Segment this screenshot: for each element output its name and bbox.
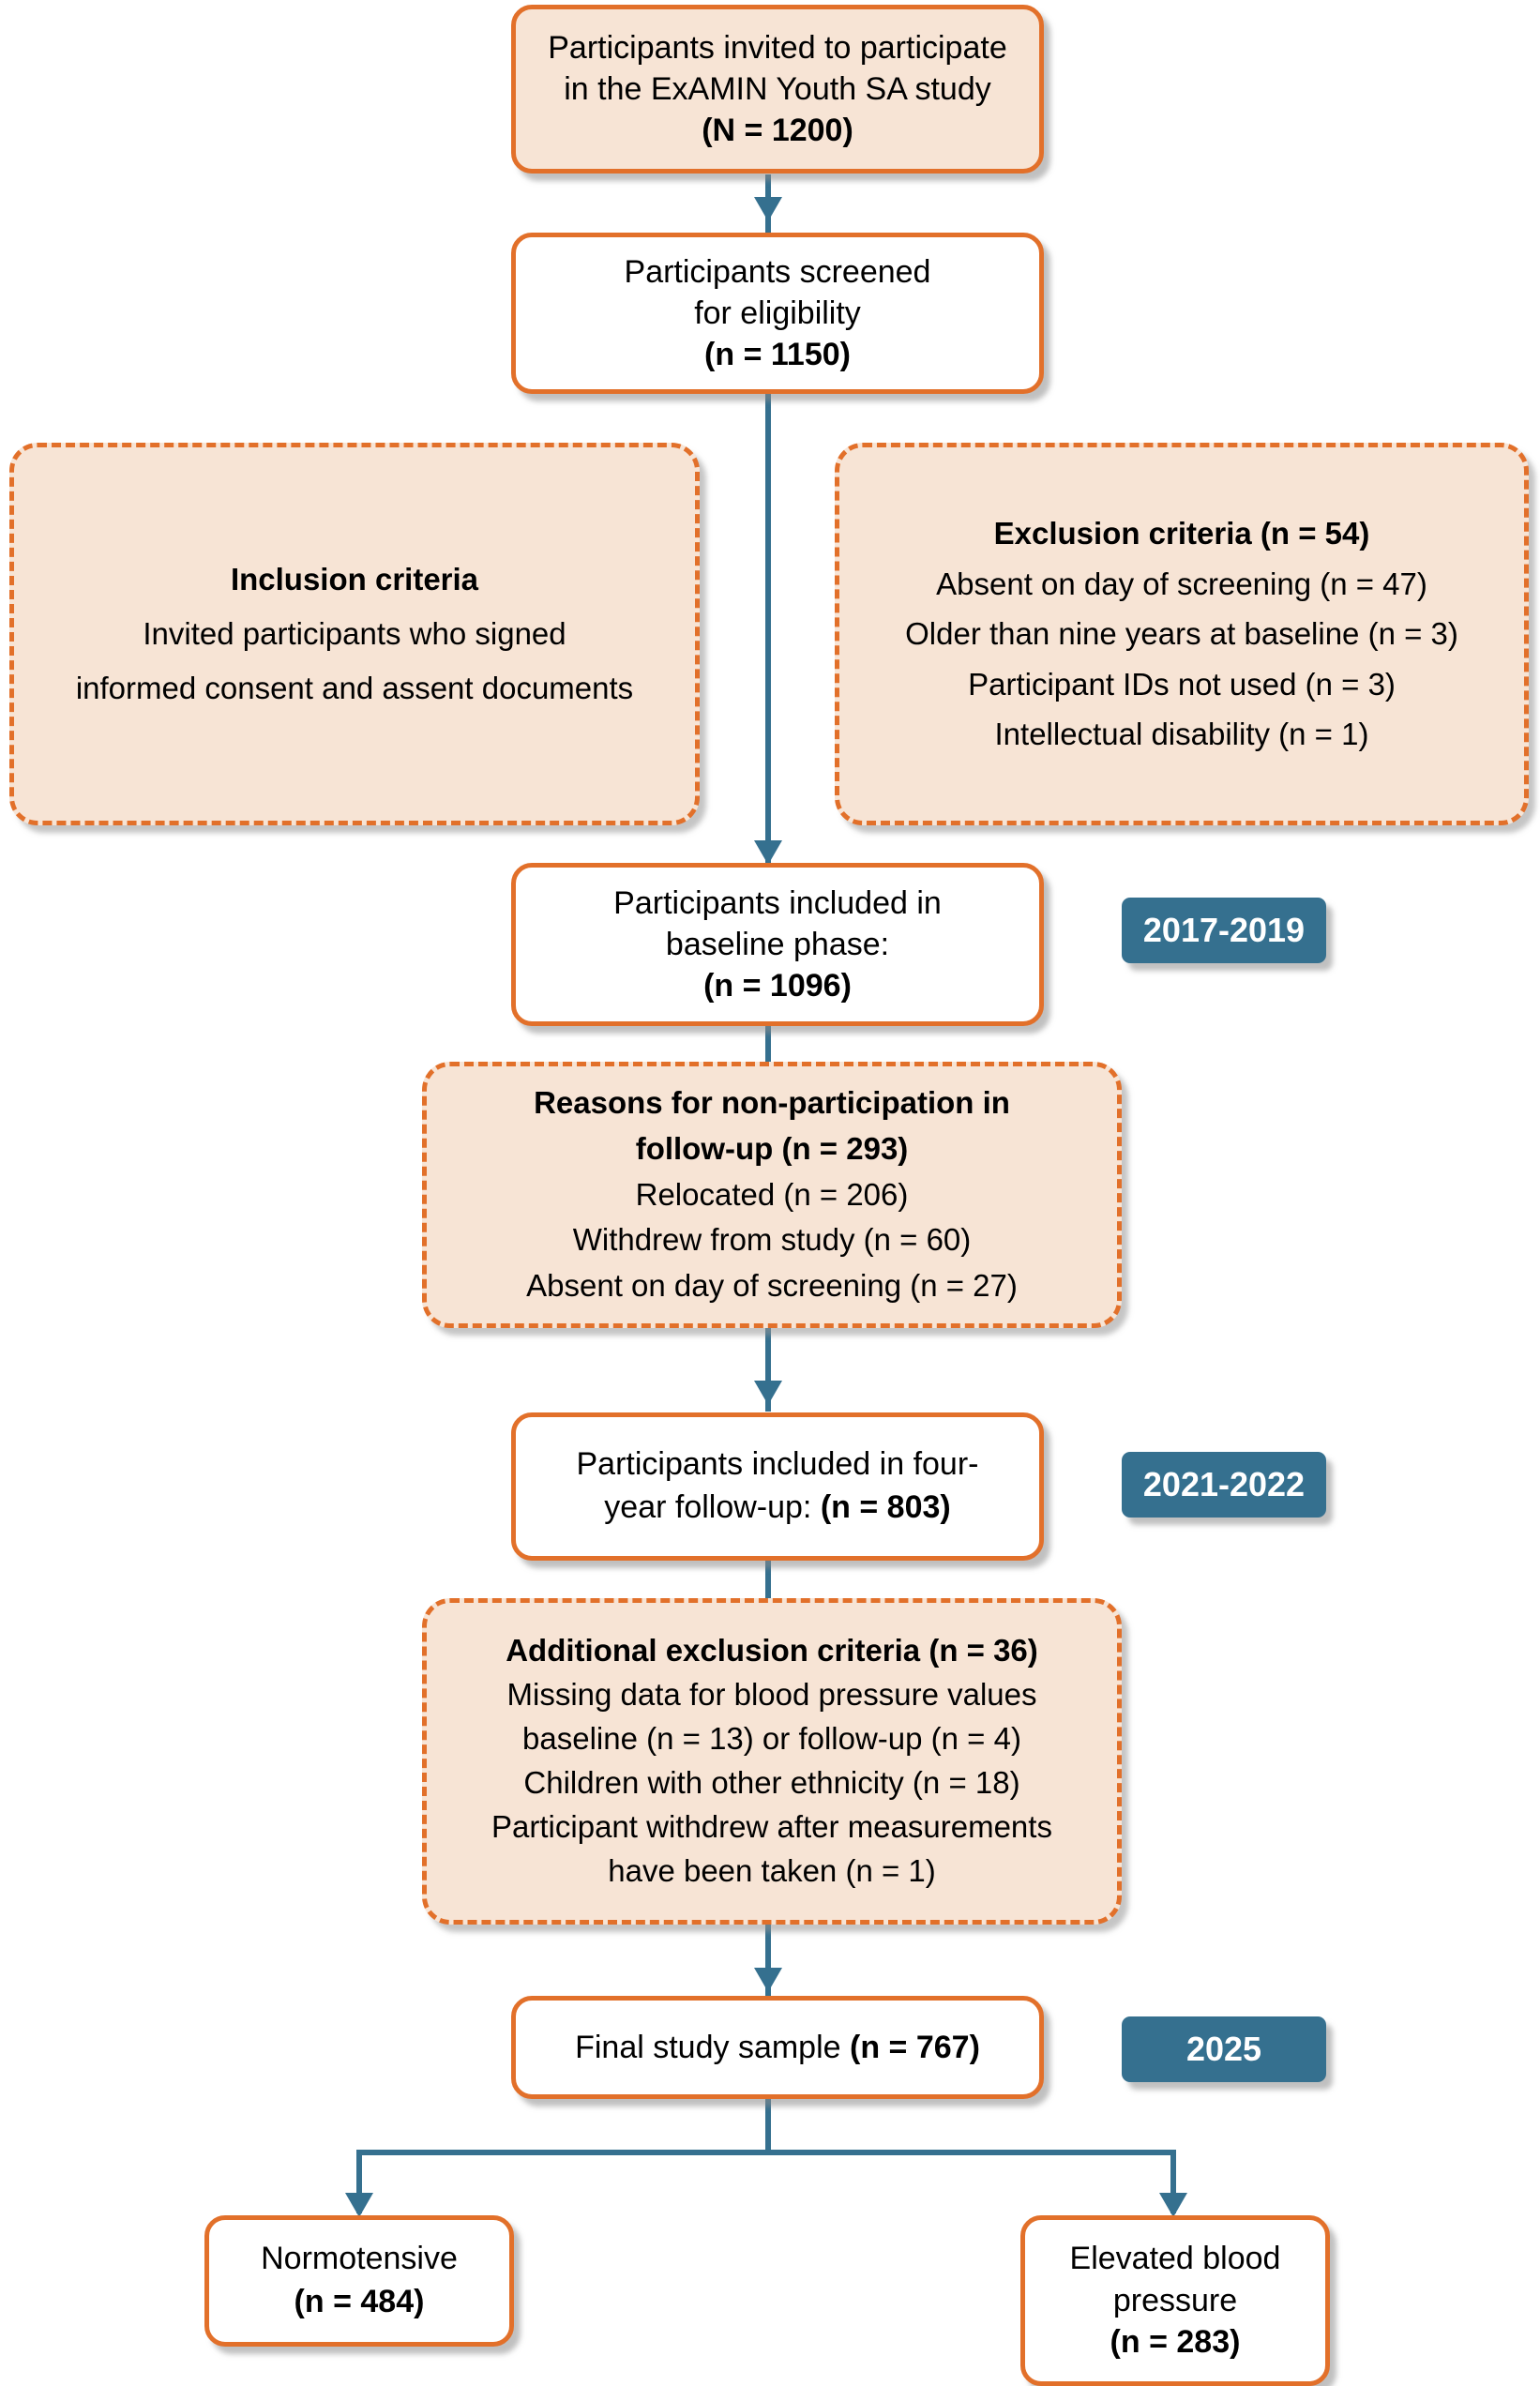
node-baseline-phase: Participants included in baseline phase:…	[511, 863, 1044, 1026]
badge-baseline-label: 2017-2019	[1142, 911, 1306, 949]
additional-exclusion-item-1: baseline (n = 13) or follow-up (n = 4)	[522, 1721, 1021, 1757]
node-final-study-sample: Final study sample (n = 767)	[511, 1996, 1044, 2099]
baseline-line1: Participants included in	[613, 884, 942, 921]
node-inclusion-criteria: Inclusion criteria Invited participants …	[9, 443, 700, 825]
followup-line1: Participants included in four-	[576, 1446, 979, 1483]
final-sample-label: Final study sample	[575, 2029, 850, 2065]
arrowhead-baseline	[754, 840, 782, 865]
connector-nonparticipation-to-followup	[765, 1327, 771, 1412]
inclusion-line1: Invited participants who signed	[143, 616, 566, 652]
nonparticipation-item-1: Withdrew from study (n = 60)	[572, 1222, 972, 1258]
badge-final-period: 2025	[1122, 2016, 1326, 2082]
additional-exclusion-item-3: Participant withdrew after measurements	[491, 1808, 1052, 1844]
node-elevated-blood-pressure: Elevated blood pressure (n = 283)	[1020, 2215, 1330, 2386]
followup-line2-label: year follow-up:	[604, 1489, 821, 1525]
connector-followup-to-additional-exclusion	[765, 1561, 771, 1600]
arrowhead-final-sample	[754, 1968, 782, 1992]
final-sample-count: (n = 767)	[850, 2029, 980, 2065]
connector-final-stem	[765, 2099, 771, 2150]
elevated-bp-count: (n = 283)	[1110, 2324, 1241, 2361]
connector-baseline-to-nonparticipation	[765, 1026, 771, 1065]
final-sample-line: Final study sample (n = 767)	[516, 2027, 1039, 2068]
additional-exclusion-item-2: Children with other ethnicity (n = 18)	[523, 1765, 1020, 1800]
inclusion-line2: informed consent and assent documents	[75, 670, 634, 705]
node-additional-exclusion-criteria: Additional exclusion criteria (n = 36) M…	[422, 1598, 1122, 1925]
arrowhead-screened	[754, 197, 782, 221]
normotensive-line1: Normotensive	[261, 2241, 458, 2277]
badge-final-label: 2025	[1185, 2030, 1262, 2068]
node-screened-line2: for eligibility	[694, 294, 861, 331]
node-screened-line1: Participants screened	[624, 253, 931, 290]
arrowhead-normotensive	[345, 2193, 373, 2217]
baseline-line2: baseline phase:	[665, 926, 890, 962]
node-participants-invited: Participants invited to participate in t…	[511, 5, 1044, 174]
additional-exclusion-item-4: have been taken (n = 1)	[608, 1852, 936, 1888]
node-exclusion-criteria: Exclusion criteria (n = 54) Absent on da…	[835, 443, 1529, 825]
connector-split-horizontal	[356, 2150, 1176, 2155]
elevated-bp-line2: pressure	[1112, 2282, 1238, 2318]
nonparticipation-heading-line2: follow-up (n = 293)	[635, 1130, 909, 1166]
node-invited-line1: Participants invited to participate	[548, 29, 1007, 66]
node-invited-line2: in the ExAMIN Youth SA study	[564, 70, 991, 107]
badge-followup-period: 2021-2022	[1122, 1452, 1326, 1518]
node-participants-screened: Participants screened for eligibility (n…	[511, 233, 1044, 394]
exclusion-item-0: Absent on day of screening (n = 47)	[936, 566, 1427, 601]
inclusion-heading: Inclusion criteria	[230, 562, 479, 597]
node-nonparticipation-reasons: Reasons for non-participation in follow-…	[422, 1062, 1122, 1328]
arrowhead-elevated-bp	[1159, 2193, 1187, 2217]
nonparticipation-heading-line1: Reasons for non-participation in	[534, 1084, 1010, 1120]
exclusion-heading: Exclusion criteria (n = 54)	[993, 516, 1370, 551]
node-screened-count: (n = 1150)	[704, 337, 851, 373]
additional-exclusion-item-0: Missing data for blood pressure values	[506, 1677, 1037, 1713]
badge-followup-label: 2021-2022	[1142, 1465, 1306, 1503]
nonparticipation-item-0: Relocated (n = 206)	[635, 1176, 909, 1212]
connector-additionalexclusion-to-final	[765, 1923, 771, 2001]
badge-baseline-period: 2017-2019	[1122, 898, 1326, 963]
additional-exclusion-heading: Additional exclusion criteria (n = 36)	[506, 1633, 1038, 1669]
node-four-year-followup: Participants included in four- year foll…	[511, 1412, 1044, 1561]
exclusion-item-3: Intellectual disability (n = 1)	[994, 717, 1369, 752]
connector-screened-to-baseline	[765, 394, 771, 863]
connector-split-right	[1170, 2150, 1176, 2213]
nonparticipation-item-2: Absent on day of screening (n = 27)	[526, 1268, 1018, 1304]
connector-split-left	[356, 2150, 362, 2213]
node-invited-count: (N = 1200)	[702, 113, 853, 149]
exclusion-item-1: Older than nine years at baseline (n = 3…	[905, 616, 1458, 652]
normotensive-count: (n = 484)	[294, 2284, 425, 2319]
elevated-bp-line1: Elevated blood	[1069, 2240, 1281, 2276]
followup-line2: year follow-up: (n = 803)	[516, 1487, 1039, 1530]
node-normotensive: Normotensive (n = 484)	[204, 2215, 514, 2347]
exclusion-item-2: Participant IDs not used (n = 3)	[968, 666, 1396, 702]
followup-count: (n = 803)	[820, 1489, 951, 1525]
baseline-count: (n = 1096)	[703, 968, 852, 1004]
arrowhead-followup	[754, 1381, 782, 1405]
